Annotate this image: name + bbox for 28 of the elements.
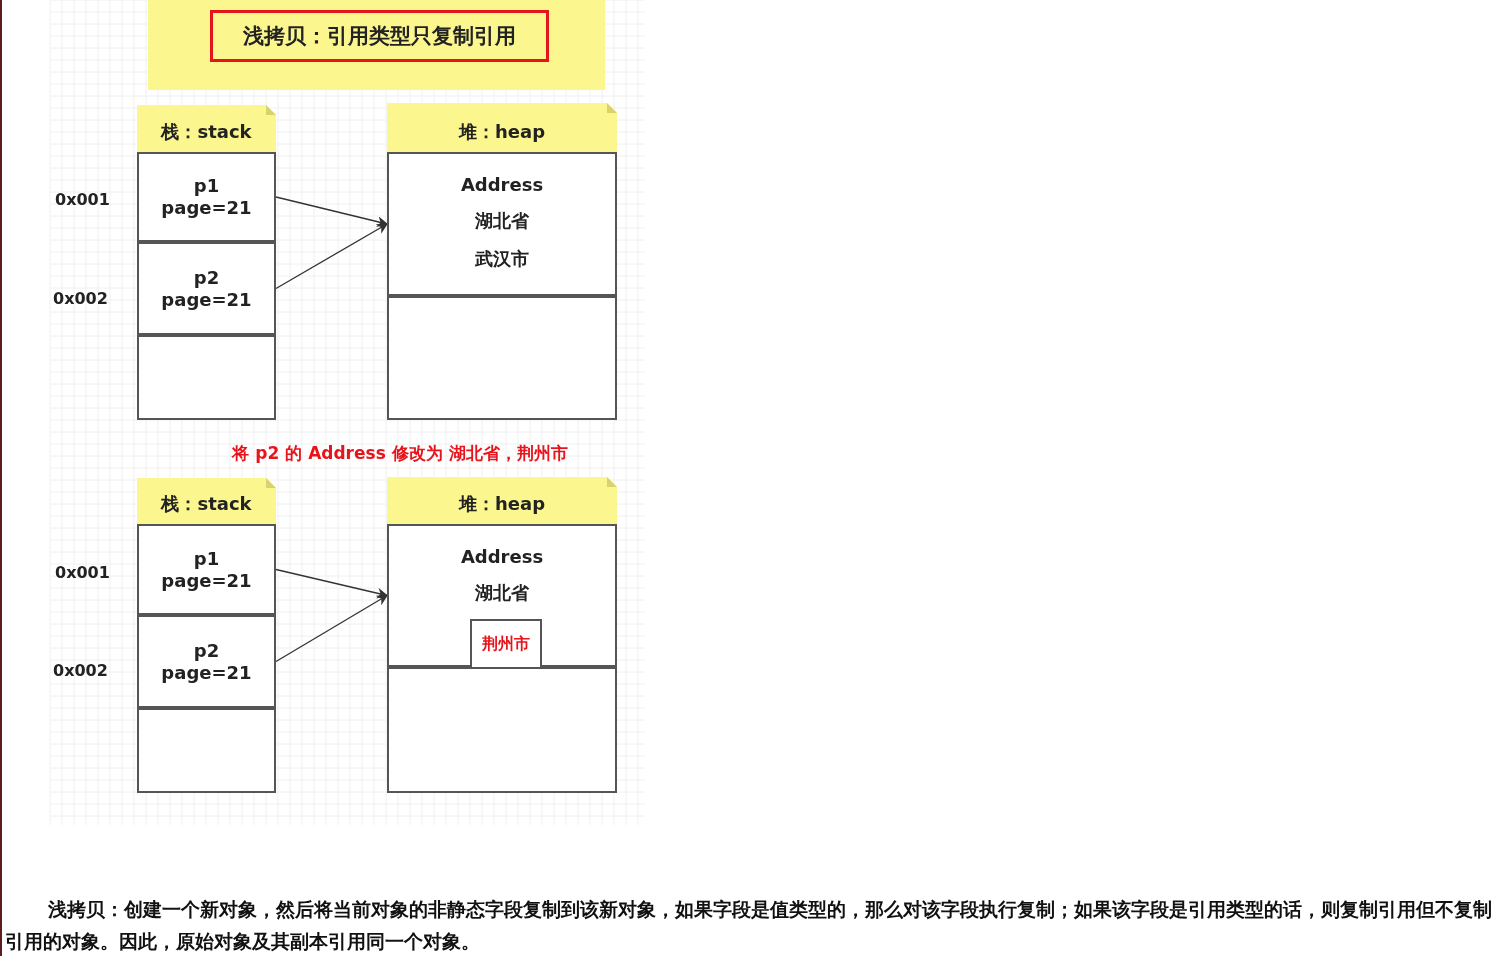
description-paragraph: 浅拷贝：创建一个新对象，然后将当前对象的非静态字段复制到该新对象，如果字段是值类型的，那么对该字段执行复制；如果该字段是引用类型的话，则复制引用但不复制引用的对象。因此，原始对象及其副本引用同一个对象。 [5, 897, 1493, 954]
value-box: 荆州市 [470, 619, 542, 669]
memory-cell [387, 524, 617, 667]
memory-cell: p1 page=21 [137, 524, 276, 615]
arrow [275, 568, 389, 599]
arrow [275, 223, 388, 290]
address-label: 0x001 [55, 190, 110, 209]
note-header: 栈：stack [137, 105, 276, 152]
note-header: 栈：stack [137, 478, 276, 524]
note-header: 堆：heap [387, 477, 617, 524]
arrow [275, 594, 388, 663]
empty-cell [137, 708, 276, 793]
cell-text: Address [460, 546, 544, 567]
empty-cell [387, 296, 617, 420]
arrow [275, 196, 389, 227]
cell-text: 湖北省 [475, 581, 529, 605]
annotation-text: 将 p2 的 Address 修改为 湖北省，荆州市 [230, 442, 569, 465]
memory-cell: p1 page=21 [137, 152, 276, 242]
empty-cell [387, 667, 617, 793]
memory-cell: p2 page=21 [137, 615, 276, 708]
memory-cell: p2 page=21 [137, 242, 276, 335]
address-label: 0x002 [53, 289, 108, 308]
note-header: 堆：heap [387, 103, 617, 152]
address-label: 0x001 [55, 563, 110, 582]
memory-cell: Address 湖北省 武汉市 [387, 152, 617, 296]
address-label: 0x002 [53, 661, 108, 680]
empty-cell [137, 335, 276, 420]
title-box: 浅拷贝：引用类型只复制引用 [210, 10, 549, 62]
